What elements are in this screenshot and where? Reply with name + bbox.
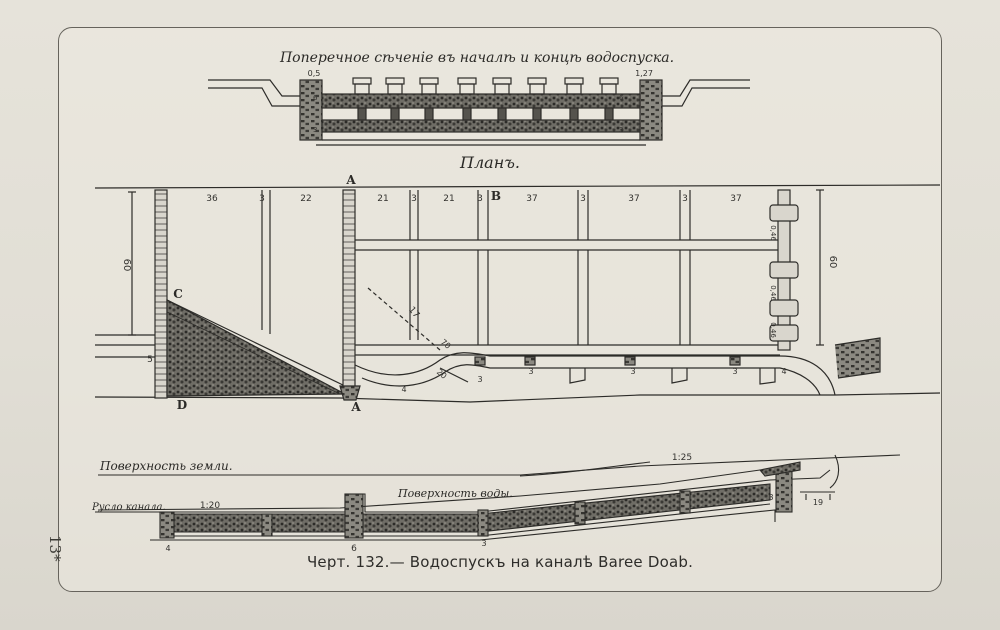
channel-block: [729, 356, 741, 366]
profile: [95, 454, 901, 541]
plan-title: Планъ.: [459, 153, 520, 172]
channel-block: [624, 356, 636, 366]
xs-mark-1: 3: [313, 126, 317, 134]
top-dim: 37: [526, 194, 537, 204]
profile-mark-1: 4: [165, 544, 170, 553]
dim-60-right: 60: [827, 256, 838, 269]
profile-mark-3: 3: [481, 539, 486, 548]
xs-pier-top: [457, 77, 477, 85]
top-dim: 3: [411, 194, 417, 204]
bottom-dim-4: 3: [732, 367, 737, 376]
xs-pier-cap: [387, 83, 403, 95]
point-D: D: [177, 398, 187, 412]
right-pier: [769, 204, 799, 222]
xs-pier-cap: [494, 83, 510, 95]
right-pier: [769, 261, 799, 279]
slope-top: 1:25: [672, 453, 692, 463]
profile-right-dim-1: 3: [768, 493, 773, 502]
ground-label: Поверхность земли.: [99, 459, 233, 473]
point-C: C: [173, 287, 183, 301]
xs-pier-cap: [566, 83, 582, 95]
profile-mark-2: 6: [351, 544, 357, 554]
top-dim: 21: [443, 194, 454, 204]
xs-mark-4: 6: [619, 94, 624, 102]
top-dim: 3: [682, 194, 688, 204]
plan: [94, 184, 941, 403]
bottom-dim-3: 3: [630, 367, 635, 376]
dim-20: 20: [435, 367, 449, 380]
page-number: 13*: [46, 535, 64, 562]
xs-pier-cap: [601, 83, 617, 95]
xs-pier-stem: [532, 107, 542, 121]
top-dim: 22: [300, 194, 311, 204]
top-dim: 36: [206, 194, 218, 204]
top-dim: 37: [730, 194, 741, 204]
xs-pier-stem: [424, 107, 434, 121]
dim-60-left: 60: [121, 259, 132, 272]
dim-70: 70: [439, 337, 453, 350]
point-A-top: A: [345, 173, 356, 187]
xs-mark-2: 3: [619, 126, 623, 134]
cross-section-title: Поперечное сѣченіе въ началѣ и концѣ вод…: [279, 50, 674, 66]
point-A-bottom: A: [350, 400, 361, 414]
bottom-dim-1: 4: [401, 385, 406, 394]
xs-pier-cap: [529, 83, 545, 95]
xs-pier-top: [564, 77, 584, 85]
xs-pier-cap: [354, 83, 370, 95]
figure-caption: Черт. 132.— Водоспускъ на каналѣ Baree D…: [306, 553, 694, 571]
xs-pier-cap: [421, 83, 437, 95]
xs-pier-top: [352, 77, 372, 85]
xs-right-dim: 1,27: [635, 69, 653, 78]
bottom-dim-5: 3: [477, 375, 482, 384]
xs-pier-top: [527, 77, 547, 85]
slope-bed: 1:20: [200, 501, 220, 511]
top-dim: 3: [580, 194, 586, 204]
dim-5-left: 5: [147, 355, 153, 365]
pier-mark-1: 0,46: [769, 225, 777, 241]
xs-mark-3: 6: [313, 94, 318, 102]
xs-pier-stem: [569, 107, 579, 121]
pier-mark-3: 0,46: [769, 322, 777, 338]
xs-pier-top: [492, 77, 512, 85]
xs-pier-stem: [357, 107, 367, 121]
top-dim: 37: [628, 194, 639, 204]
water-label: Поверхность воды.: [397, 487, 513, 500]
xs-pier-top: [419, 77, 439, 85]
xs-pier-stem: [462, 107, 472, 121]
channel-block: [474, 356, 486, 366]
top-dim: 21: [377, 194, 388, 204]
xs-pier-cap: [459, 83, 475, 95]
xs-pier-top: [599, 77, 619, 85]
cross-section: [208, 77, 750, 146]
right-pier: [769, 324, 799, 342]
top-dim: 3: [259, 194, 265, 204]
channel-block: [524, 356, 536, 366]
bed-label: Русло канала.: [91, 502, 166, 513]
xs-pier-stem: [604, 107, 614, 121]
xs-pier-stem: [390, 107, 400, 121]
xs-pier-stem: [497, 107, 507, 121]
bottom-dim-6: 4: [781, 367, 786, 376]
dim-17: 17: [406, 305, 421, 320]
xs-pier-top: [385, 77, 405, 85]
profile-right-dim-2: 19: [813, 498, 823, 507]
bottom-dim-2: 3: [528, 367, 533, 376]
xs-left-dim: 0,5: [308, 69, 321, 78]
point-B: B: [491, 189, 501, 203]
right-pier: [769, 299, 799, 317]
top-dim: 3: [477, 194, 483, 204]
pier-mark-2: 0,46: [769, 285, 777, 301]
